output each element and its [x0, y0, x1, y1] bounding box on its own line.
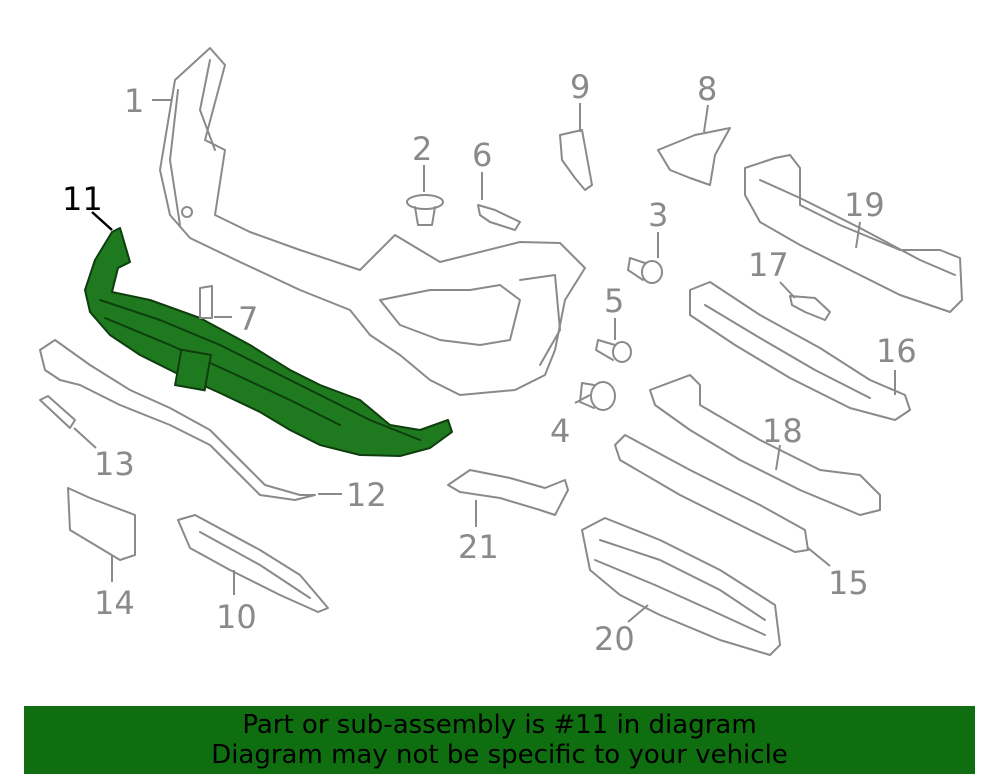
part-13-trim-piece: [39, 395, 76, 429]
callout-7: 7: [238, 300, 258, 338]
callout-20: 20: [594, 620, 635, 658]
callout-19: 19: [844, 186, 885, 224]
callout-17: 17: [748, 246, 789, 284]
info-banner: Part or sub-assembly is #11 in diagram D…: [24, 706, 975, 774]
parts-diagram: 1 2 3 4 5 6 7 8 9 10 11 12 13 14 15 16 1…: [39, 47, 963, 658]
banner-line-1: Part or sub-assembly is #11 in diagram: [242, 710, 757, 740]
callout-15: 15: [828, 564, 869, 602]
callout-5: 5: [604, 282, 624, 320]
part-4-grommet: [579, 381, 616, 411]
part-6-clip: [477, 204, 521, 231]
callout-3: 3: [648, 196, 668, 234]
part-2-push-pin: [406, 194, 444, 226]
part-20-grille: [581, 517, 781, 656]
callout-13: 13: [94, 445, 135, 483]
callout-8: 8: [697, 70, 717, 108]
callout-9: 9: [570, 68, 590, 106]
callout-1: 1: [124, 82, 144, 120]
part-5-bolt: [595, 339, 632, 363]
callout-labels: 1 2 3 4 5 6 7 8 9 10 11 12 13 14 15 16 1…: [62, 68, 917, 658]
callout-12: 12: [346, 476, 387, 514]
part-14-bracket: [67, 487, 136, 561]
part-16-absorber: [689, 281, 911, 421]
part-11-lower-valance: [84, 227, 453, 457]
part-21-bracket: [447, 469, 569, 516]
part-17-clip: [789, 295, 831, 321]
banner-line-2: Diagram may not be specific to your vehi…: [211, 740, 788, 770]
callout-6: 6: [472, 136, 492, 174]
callout-18: 18: [762, 412, 803, 450]
callout-14: 14: [94, 584, 135, 622]
callout-4: 4: [550, 412, 570, 450]
part-8-bracket: [657, 127, 731, 186]
callout-16: 16: [876, 332, 917, 370]
part-19-reinforcement: [744, 154, 963, 313]
part-3-bolt: [627, 257, 663, 284]
callout-11: 11: [62, 180, 103, 218]
part-9-bracket: [559, 129, 593, 191]
callout-2: 2: [412, 130, 432, 168]
leader-lines: [73, 99, 896, 623]
part-7-clip: [199, 285, 213, 319]
part-1-bumper-cover: [159, 47, 586, 396]
part-18-bar: [649, 374, 881, 516]
part-10-grille: [177, 514, 329, 613]
callout-10: 10: [216, 598, 257, 636]
part-12-trim-strip: [39, 339, 316, 501]
part-15-strip: [614, 434, 809, 553]
callout-21: 21: [458, 528, 499, 566]
